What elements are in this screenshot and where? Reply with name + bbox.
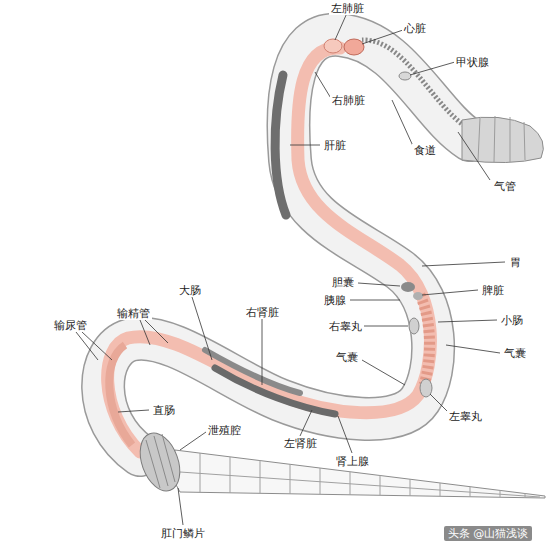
part-label: 心脏 xyxy=(402,22,428,35)
liver xyxy=(275,75,286,215)
part-label: 大肠 xyxy=(177,284,203,297)
part-label: 左肾脏 xyxy=(282,437,319,450)
testis xyxy=(409,318,419,334)
part-label: 脾脏 xyxy=(480,284,506,297)
part-label: 甲状腺 xyxy=(454,56,491,69)
part-label: 气囊 xyxy=(502,347,528,360)
watermark: 头条 @山猫浅谈 xyxy=(444,526,533,541)
tail xyxy=(171,450,545,498)
digestive-tract xyxy=(108,48,431,452)
part-label: 输精管 xyxy=(115,307,152,320)
small-intestine xyxy=(420,295,430,385)
part-label: 肝脏 xyxy=(322,139,348,152)
part-label: 右肺脏 xyxy=(330,94,367,107)
heart xyxy=(344,39,364,55)
thyroid xyxy=(399,72,411,80)
part-label: 泄殖腔 xyxy=(206,424,243,437)
anal-scales xyxy=(133,428,187,497)
head-scales xyxy=(478,116,525,162)
part-label: 输尿管 xyxy=(52,319,89,332)
part-label: 肛门鳞片 xyxy=(159,527,207,540)
body-fill xyxy=(103,35,470,455)
part-label: 右睾丸 xyxy=(327,320,364,333)
part-label: 左睾丸 xyxy=(447,410,484,423)
tail-scales xyxy=(180,453,540,498)
anal-scale-lines xyxy=(146,434,175,488)
part-label: 胃 xyxy=(508,256,523,269)
body-outline xyxy=(103,35,470,455)
part-label: 直肠 xyxy=(151,404,177,417)
lung xyxy=(324,39,342,53)
part-label: 左肺脏 xyxy=(329,2,366,15)
leader-lines xyxy=(76,13,505,525)
part-label: 右肾脏 xyxy=(244,306,281,319)
part-label: 肾上腺 xyxy=(334,455,371,468)
part-label: 胆囊 xyxy=(330,276,356,289)
part-label: 气管 xyxy=(492,180,518,193)
kidney xyxy=(205,350,300,393)
part-label: 小肠 xyxy=(499,314,525,327)
gallbladder xyxy=(401,282,415,292)
part-label: 胰腺 xyxy=(322,294,348,307)
rectum xyxy=(109,345,132,445)
part-label: 食道 xyxy=(412,144,438,157)
spleen xyxy=(413,292,423,300)
kidney xyxy=(215,368,335,414)
part-label: 气囊 xyxy=(334,351,360,364)
trachea xyxy=(362,40,468,128)
